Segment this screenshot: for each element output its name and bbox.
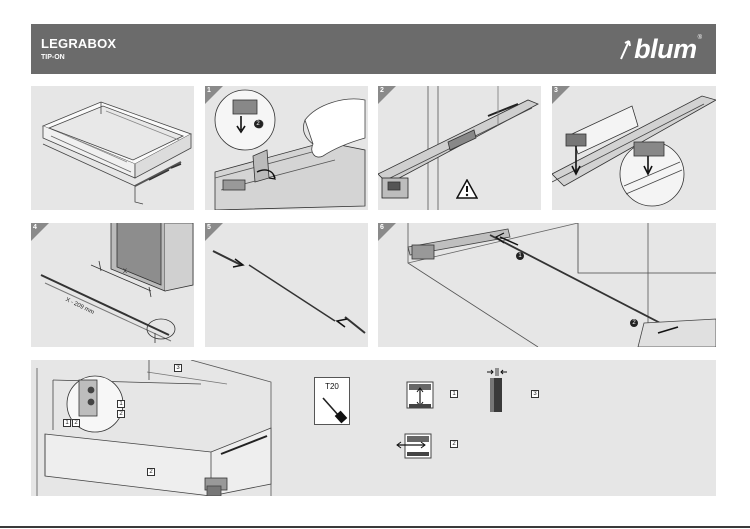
callout-box-2-zoom: 2 bbox=[117, 410, 125, 418]
step-corner bbox=[552, 86, 570, 104]
callout-box-1-zoom: 1 bbox=[117, 400, 125, 408]
step-6-illustration bbox=[407, 223, 716, 347]
step-3-illustration bbox=[552, 95, 716, 207]
panel-adjustment: 3 1 2 1 2 2 T20 1 bbox=[31, 360, 716, 496]
product-title: LEGRABOX bbox=[41, 36, 117, 51]
step-number: 3 bbox=[554, 87, 558, 94]
callout-circle-2: 2 bbox=[630, 319, 638, 327]
step-corner bbox=[31, 223, 49, 241]
logo-wordmark: blum bbox=[634, 33, 697, 64]
drawer-overview-illustration bbox=[41, 101, 192, 205]
screwdriver-icon bbox=[322, 397, 348, 424]
legend-box-3: 3 bbox=[531, 390, 539, 398]
callout-box-2-front: 2 bbox=[147, 468, 155, 476]
vertical-adjust-icon bbox=[406, 381, 434, 409]
blum-logo: blum ® bbox=[618, 33, 702, 65]
logo-registered-mark: ® bbox=[697, 35, 702, 41]
step-corner bbox=[378, 86, 396, 104]
step-corner bbox=[205, 223, 223, 241]
step-corner bbox=[378, 223, 396, 241]
step-corner bbox=[205, 86, 223, 104]
step-2-illustration bbox=[378, 86, 539, 210]
dimension-x-label: X bbox=[123, 269, 128, 275]
tilt-adjust-icon bbox=[487, 368, 507, 412]
callout-box-3-top: 3 bbox=[174, 364, 182, 372]
callout-circle-1: 1 bbox=[516, 252, 524, 260]
callout-box-2-side: 2 bbox=[72, 419, 80, 427]
panel-overview bbox=[31, 86, 194, 210]
callout-circle-2: 2 bbox=[254, 120, 262, 128]
blum-arrow-icon bbox=[620, 40, 632, 60]
step-4-illustration bbox=[40, 223, 194, 343]
panel-step-4: 4 X X - 209 mm bbox=[31, 223, 194, 347]
legend-box-2: 2 bbox=[450, 440, 458, 448]
panel-step-6: 6 1 2 bbox=[378, 223, 716, 347]
panel-step-2: 2 bbox=[378, 86, 541, 210]
warning-icon bbox=[456, 179, 478, 199]
step-number: 2 bbox=[380, 87, 384, 94]
tool-t20-label: T20 bbox=[325, 382, 339, 391]
step-number: 1 bbox=[207, 87, 211, 94]
step-5-illustration bbox=[212, 250, 366, 334]
step-number: 6 bbox=[380, 224, 384, 231]
adjustment-illustration bbox=[36, 360, 272, 496]
panel-step-5: 5 bbox=[205, 223, 368, 347]
callout-box-1-side: 1 bbox=[63, 419, 71, 427]
step-1-illustration bbox=[214, 89, 366, 210]
step-number: 5 bbox=[207, 224, 211, 231]
tool-t20-box: T20 bbox=[314, 377, 350, 425]
product-subtitle: TIP-ON bbox=[41, 54, 65, 61]
bottom-rule bbox=[0, 526, 750, 528]
panel-step-1: 1 2 bbox=[205, 86, 368, 210]
header-bar: LEGRABOX TIP-ON blum ® bbox=[31, 24, 716, 74]
legend-box-1: 1 bbox=[450, 390, 458, 398]
panel-step-3: 3 bbox=[552, 86, 716, 210]
lateral-adjust-icon bbox=[396, 433, 432, 459]
step-number: 4 bbox=[33, 224, 37, 231]
